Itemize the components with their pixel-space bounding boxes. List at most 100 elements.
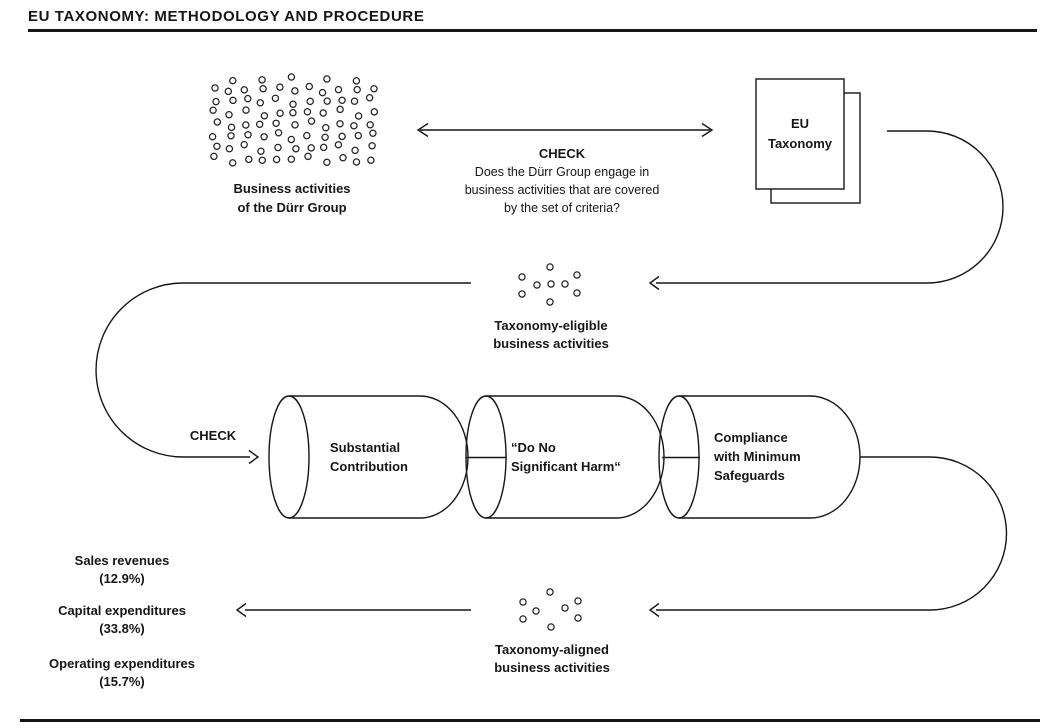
- dot: [518, 273, 526, 281]
- dot: [323, 75, 331, 83]
- dot: [319, 143, 328, 152]
- dot: [227, 123, 236, 132]
- dot: [289, 100, 297, 108]
- dot: [546, 588, 554, 596]
- curve-eu-to-eligible: [648, 130, 1004, 291]
- double-arrow-icon: [416, 122, 714, 138]
- dot: [306, 97, 314, 106]
- dot: [573, 271, 581, 279]
- dot: [225, 144, 234, 153]
- dot: [318, 88, 327, 97]
- dot: [258, 76, 266, 84]
- taxonomy-eligible-label: Taxonomy-eligible business activities: [493, 318, 609, 351]
- dot: [291, 121, 299, 129]
- business-activities-label: Business activities of the Dürr Group: [233, 181, 351, 215]
- dot: [367, 156, 375, 164]
- title-divider: [28, 29, 1037, 32]
- dot: [366, 121, 374, 129]
- kpi-sales-revenues: Sales revenues (12.9%): [74, 553, 170, 586]
- dot: [350, 97, 359, 105]
- dot: [323, 97, 331, 105]
- dot: [321, 133, 329, 142]
- dot: [338, 96, 346, 105]
- dot: [370, 108, 379, 116]
- dot: [305, 82, 314, 91]
- dot: [272, 155, 281, 164]
- dot: [292, 145, 300, 153]
- dot: [334, 141, 343, 149]
- curve-cylinders-to-aligned: [648, 456, 1008, 618]
- dot: [547, 280, 555, 288]
- dot: [255, 120, 264, 129]
- check-left-label: CHECK: [189, 428, 237, 443]
- dot: [228, 159, 237, 167]
- dot: [287, 73, 296, 81]
- dot: [287, 155, 296, 163]
- dot: [211, 84, 219, 92]
- cylinder-label-minimum-safeguards: Compliance with Minimum Safeguards: [714, 430, 801, 483]
- curve-eligible-to-check: [95, 282, 471, 465]
- dot: [573, 289, 581, 297]
- dot: [368, 142, 376, 150]
- dot: [352, 158, 361, 166]
- dot: [354, 131, 363, 140]
- dot: [370, 85, 378, 93]
- dot: [256, 99, 265, 107]
- dot: [561, 280, 569, 288]
- dot: [260, 133, 268, 141]
- dot: [242, 106, 250, 114]
- dot: [574, 614, 582, 622]
- dot: [307, 117, 316, 125]
- document-stack-icon: [755, 78, 861, 204]
- arrow-aligned-to-kpis: [235, 602, 471, 618]
- dot: [322, 123, 330, 132]
- dot: [210, 152, 218, 161]
- check-question-block: CHECK Does the Dürr Group engage in busi…: [464, 146, 660, 215]
- dot: [339, 153, 347, 162]
- dot: [276, 83, 284, 91]
- taxonomy-aligned-label: Taxonomy-aligned business activities: [494, 642, 610, 675]
- check-heading: CHECK: [538, 146, 586, 161]
- dot-cluster-taxonomy-aligned: [519, 588, 582, 631]
- dot: [276, 109, 284, 117]
- dot: [303, 108, 312, 116]
- dot: [338, 132, 346, 141]
- dot: [209, 106, 217, 114]
- dot: [213, 118, 222, 126]
- page-title: EU TAXONOMY: METHODOLOGY AND PROCEDURE: [28, 8, 425, 25]
- cylinder-label-do-no-significant-harm: “Do No Significant Harm“: [511, 440, 621, 474]
- dot: [304, 152, 312, 161]
- dot: [244, 131, 252, 139]
- dot: [240, 86, 249, 94]
- dot: [303, 131, 311, 140]
- dot: [353, 85, 361, 94]
- dot: [547, 623, 555, 631]
- dot: [289, 108, 297, 117]
- dot: [260, 112, 269, 120]
- dot: [307, 144, 315, 152]
- dot: [240, 140, 248, 149]
- eu-taxonomy-doc-label: EU Taxonomy: [767, 116, 833, 151]
- dot: [274, 129, 283, 137]
- dot: [213, 142, 221, 151]
- dot: [225, 110, 233, 119]
- dot: [259, 84, 267, 93]
- dot: [272, 119, 280, 128]
- dot: [352, 77, 361, 85]
- dot: [323, 158, 331, 167]
- dot: [258, 156, 267, 165]
- dot: [229, 96, 237, 105]
- dot-cluster-taxonomy-eligible: [518, 263, 581, 306]
- kpi-sales-revenues-value: (12.9%): [99, 571, 145, 586]
- kpi-operating-expenditures-value: (15.7%): [99, 674, 145, 689]
- dot: [224, 87, 233, 96]
- dot: [533, 281, 541, 289]
- dot: [227, 132, 235, 140]
- dot: [546, 263, 554, 271]
- dot: [336, 120, 344, 128]
- dot-cluster-business-activities: [208, 73, 379, 167]
- dot: [287, 135, 296, 144]
- dot: [561, 604, 569, 612]
